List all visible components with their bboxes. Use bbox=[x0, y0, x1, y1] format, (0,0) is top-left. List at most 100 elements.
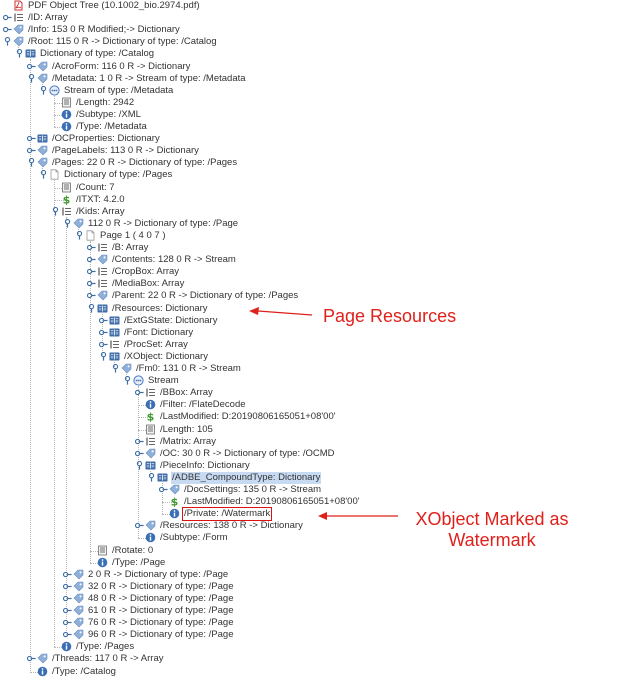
tree-node[interactable]: 112 0 R -> Dictionary of type: /Page bbox=[0, 218, 619, 230]
tree-node[interactable]: /Parent: 22 0 R -> Dictionary of type: /… bbox=[0, 290, 619, 302]
tree-node[interactable]: /Contents: 128 0 R -> Stream bbox=[0, 254, 619, 266]
tree-node[interactable]: 32 0 R -> Dictionary of type: /Page bbox=[0, 581, 619, 593]
collapsed-toggle-icon[interactable] bbox=[158, 485, 168, 494]
tree-node[interactable]: /Resources: 138 0 R -> Dictionary bbox=[0, 520, 619, 532]
tree-node-label: /BBox: Array bbox=[160, 387, 213, 399]
tree-node[interactable]: /Info: 153 0 R Modified;-> Dictionary bbox=[0, 24, 619, 36]
collapsed-toggle-icon[interactable] bbox=[134, 449, 144, 458]
tree-node[interactable]: /Metadata: 1 0 R -> Stream of type: /Met… bbox=[0, 73, 619, 85]
expanded-toggle-icon[interactable] bbox=[87, 303, 96, 313]
tree-node[interactable]: Page 1 ( 4 0 7 ) bbox=[0, 230, 619, 242]
collapsed-toggle-icon[interactable] bbox=[2, 25, 12, 34]
tree-node[interactable]: /Subtype: /Form bbox=[0, 532, 619, 544]
expanded-toggle-icon[interactable] bbox=[27, 158, 36, 167]
tree-node[interactable]: /Kids: Array bbox=[0, 206, 619, 218]
tree-node-label: /AcroForm: 116 0 R -> Dictionary bbox=[52, 60, 191, 72]
expanded-toggle-icon[interactable] bbox=[63, 218, 72, 228]
expanded-toggle-icon[interactable] bbox=[27, 73, 36, 83]
expanded-toggle-icon[interactable] bbox=[135, 460, 144, 470]
tree-node[interactable]: $/LastModified: D:20190806165051+08'00' bbox=[0, 496, 619, 509]
expanded-toggle-icon[interactable] bbox=[99, 351, 108, 361]
tree-node[interactable]: /Filter: /FlateDecode bbox=[0, 399, 619, 411]
tree-node[interactable]: /Count: 7 bbox=[0, 182, 619, 194]
collapsed-toggle-icon[interactable] bbox=[26, 62, 36, 71]
collapsed-toggle-icon[interactable] bbox=[26, 654, 36, 663]
tree-guide-line bbox=[102, 313, 103, 357]
collapsed-toggle-icon[interactable] bbox=[98, 328, 108, 337]
tree-node[interactable]: /PageLabels: 113 0 R -> Dictionary bbox=[0, 145, 619, 157]
tree-node[interactable]: 96 0 R -> Dictionary of type: /Page bbox=[0, 629, 619, 641]
tree-node[interactable]: 76 0 R -> Dictionary of type: /Page bbox=[0, 617, 619, 629]
collapsed-toggle-icon[interactable] bbox=[86, 267, 96, 276]
tree-node[interactable]: /OCProperties: Dictionary bbox=[0, 133, 619, 145]
tree-node[interactable]: /Resources: Dictionary bbox=[0, 303, 619, 315]
tree-node[interactable]: /Font: Dictionary bbox=[0, 327, 619, 339]
tree-node[interactable]: /CropBox: Array bbox=[0, 266, 619, 278]
collapsed-toggle-icon[interactable] bbox=[2, 13, 12, 22]
tree-node[interactable]: /DocSettings: 135 0 R -> Stream bbox=[0, 484, 619, 496]
collapsed-toggle-icon[interactable] bbox=[62, 594, 72, 603]
collapsed-toggle-icon[interactable] bbox=[134, 521, 144, 530]
collapsed-toggle-icon[interactable] bbox=[86, 243, 96, 252]
tree-node[interactable]: /BBox: Array bbox=[0, 387, 619, 399]
tree-node[interactable]: /Pages: 22 0 R -> Dictionary of type: /P… bbox=[0, 157, 619, 169]
tree-node[interactable]: /Root: 115 0 R -> Dictionary of type: /C… bbox=[0, 36, 619, 48]
collapsed-toggle-icon[interactable] bbox=[86, 279, 96, 288]
tree-node[interactable]: 61 0 R -> Dictionary of type: /Page bbox=[0, 605, 619, 617]
tree-node[interactable]: Stream of type: /Metadata bbox=[0, 85, 619, 97]
expanded-toggle-icon[interactable] bbox=[15, 49, 24, 58]
reference-tag-icon bbox=[73, 605, 84, 616]
tree-node[interactable]: /Type: /Page bbox=[0, 557, 619, 569]
collapsed-toggle-icon[interactable] bbox=[86, 291, 96, 300]
tree-node[interactable]: $/ITXT: 4.2.0 bbox=[0, 193, 619, 206]
expanded-toggle-icon[interactable] bbox=[39, 170, 48, 179]
tree-node[interactable]: PDF Object Tree (10.1002_bio.2974.pdf) bbox=[0, 0, 619, 12]
tree-node[interactable]: /XObject: Dictionary bbox=[0, 351, 619, 363]
tree-node[interactable]: /B: Array bbox=[0, 242, 619, 254]
collapsed-toggle-icon[interactable] bbox=[26, 134, 36, 143]
tree-node[interactable]: Dictionary of type: /Pages bbox=[0, 169, 619, 181]
collapsed-toggle-icon[interactable] bbox=[86, 255, 96, 264]
tree-node[interactable]: /OC: 30 0 R -> Dictionary of type: /OCMD bbox=[0, 448, 619, 460]
tree-node[interactable]: /AcroForm: 116 0 R -> Dictionary bbox=[0, 61, 619, 73]
tree-node[interactable]: /Fm0: 131 0 R -> Stream bbox=[0, 363, 619, 375]
tree-node[interactable]: /ID: Array bbox=[0, 12, 619, 24]
tree-node[interactable]: /Length: 105 bbox=[0, 424, 619, 436]
collapsed-toggle-icon[interactable] bbox=[98, 340, 108, 349]
tree-node[interactable]: /Threads: 117 0 R -> Array bbox=[0, 653, 619, 665]
tree-node[interactable]: /Type: /Pages bbox=[0, 641, 619, 653]
collapsed-toggle-icon[interactable] bbox=[134, 437, 144, 446]
tree-node[interactable]: /Length: 2942 bbox=[0, 97, 619, 109]
tree-node[interactable]: /Subtype: /XML bbox=[0, 109, 619, 121]
tree-node[interactable]: /Type: /Metadata bbox=[0, 121, 619, 133]
collapsed-toggle-icon[interactable] bbox=[98, 316, 108, 325]
tree-node[interactable]: /Rotate: 0 bbox=[0, 545, 619, 557]
tree-node[interactable]: /Type: /Catalog bbox=[0, 666, 619, 678]
tree-node[interactable]: /PieceInfo: Dictionary bbox=[0, 460, 619, 472]
collapsed-toggle-icon[interactable] bbox=[26, 146, 36, 155]
tree-node[interactable]: Dictionary of type: /Catalog bbox=[0, 48, 619, 60]
collapsed-toggle-icon[interactable] bbox=[62, 630, 72, 639]
expanded-toggle-icon[interactable] bbox=[51, 206, 60, 216]
tree-node[interactable]: /ProcSet: Array bbox=[0, 339, 619, 351]
expanded-toggle-icon[interactable] bbox=[3, 37, 12, 46]
collapsed-toggle-icon[interactable] bbox=[62, 606, 72, 615]
expanded-toggle-icon[interactable] bbox=[111, 363, 120, 373]
expanded-toggle-icon[interactable] bbox=[147, 472, 156, 482]
collapsed-toggle-icon[interactable] bbox=[134, 388, 144, 397]
tree-node[interactable]: $/LastModified: D:20190806165051+08'00' bbox=[0, 411, 619, 424]
collapsed-toggle-icon[interactable] bbox=[62, 618, 72, 627]
tree-node[interactable]: /Matrix: Array bbox=[0, 436, 619, 448]
collapsed-toggle-icon[interactable] bbox=[62, 582, 72, 591]
tree-node[interactable]: /ADBE_CompoundType: Dictionary bbox=[0, 471, 619, 484]
tree-node[interactable]: 48 0 R -> Dictionary of type: /Page bbox=[0, 593, 619, 605]
expanded-toggle-icon[interactable] bbox=[123, 376, 132, 385]
tree-node[interactable]: 2 0 R -> Dictionary of type: /Page bbox=[0, 569, 619, 581]
tree-node[interactable]: /Private: /Watermark bbox=[0, 507, 619, 522]
expanded-toggle-icon[interactable] bbox=[39, 85, 48, 95]
expanded-toggle-icon[interactable] bbox=[75, 230, 84, 240]
tree-node[interactable]: /ExtGState: Dictionary bbox=[0, 315, 619, 327]
tree-node[interactable]: /MediaBox: Array bbox=[0, 278, 619, 290]
tree-node[interactable]: Stream bbox=[0, 375, 619, 387]
collapsed-toggle-icon[interactable] bbox=[62, 570, 72, 579]
